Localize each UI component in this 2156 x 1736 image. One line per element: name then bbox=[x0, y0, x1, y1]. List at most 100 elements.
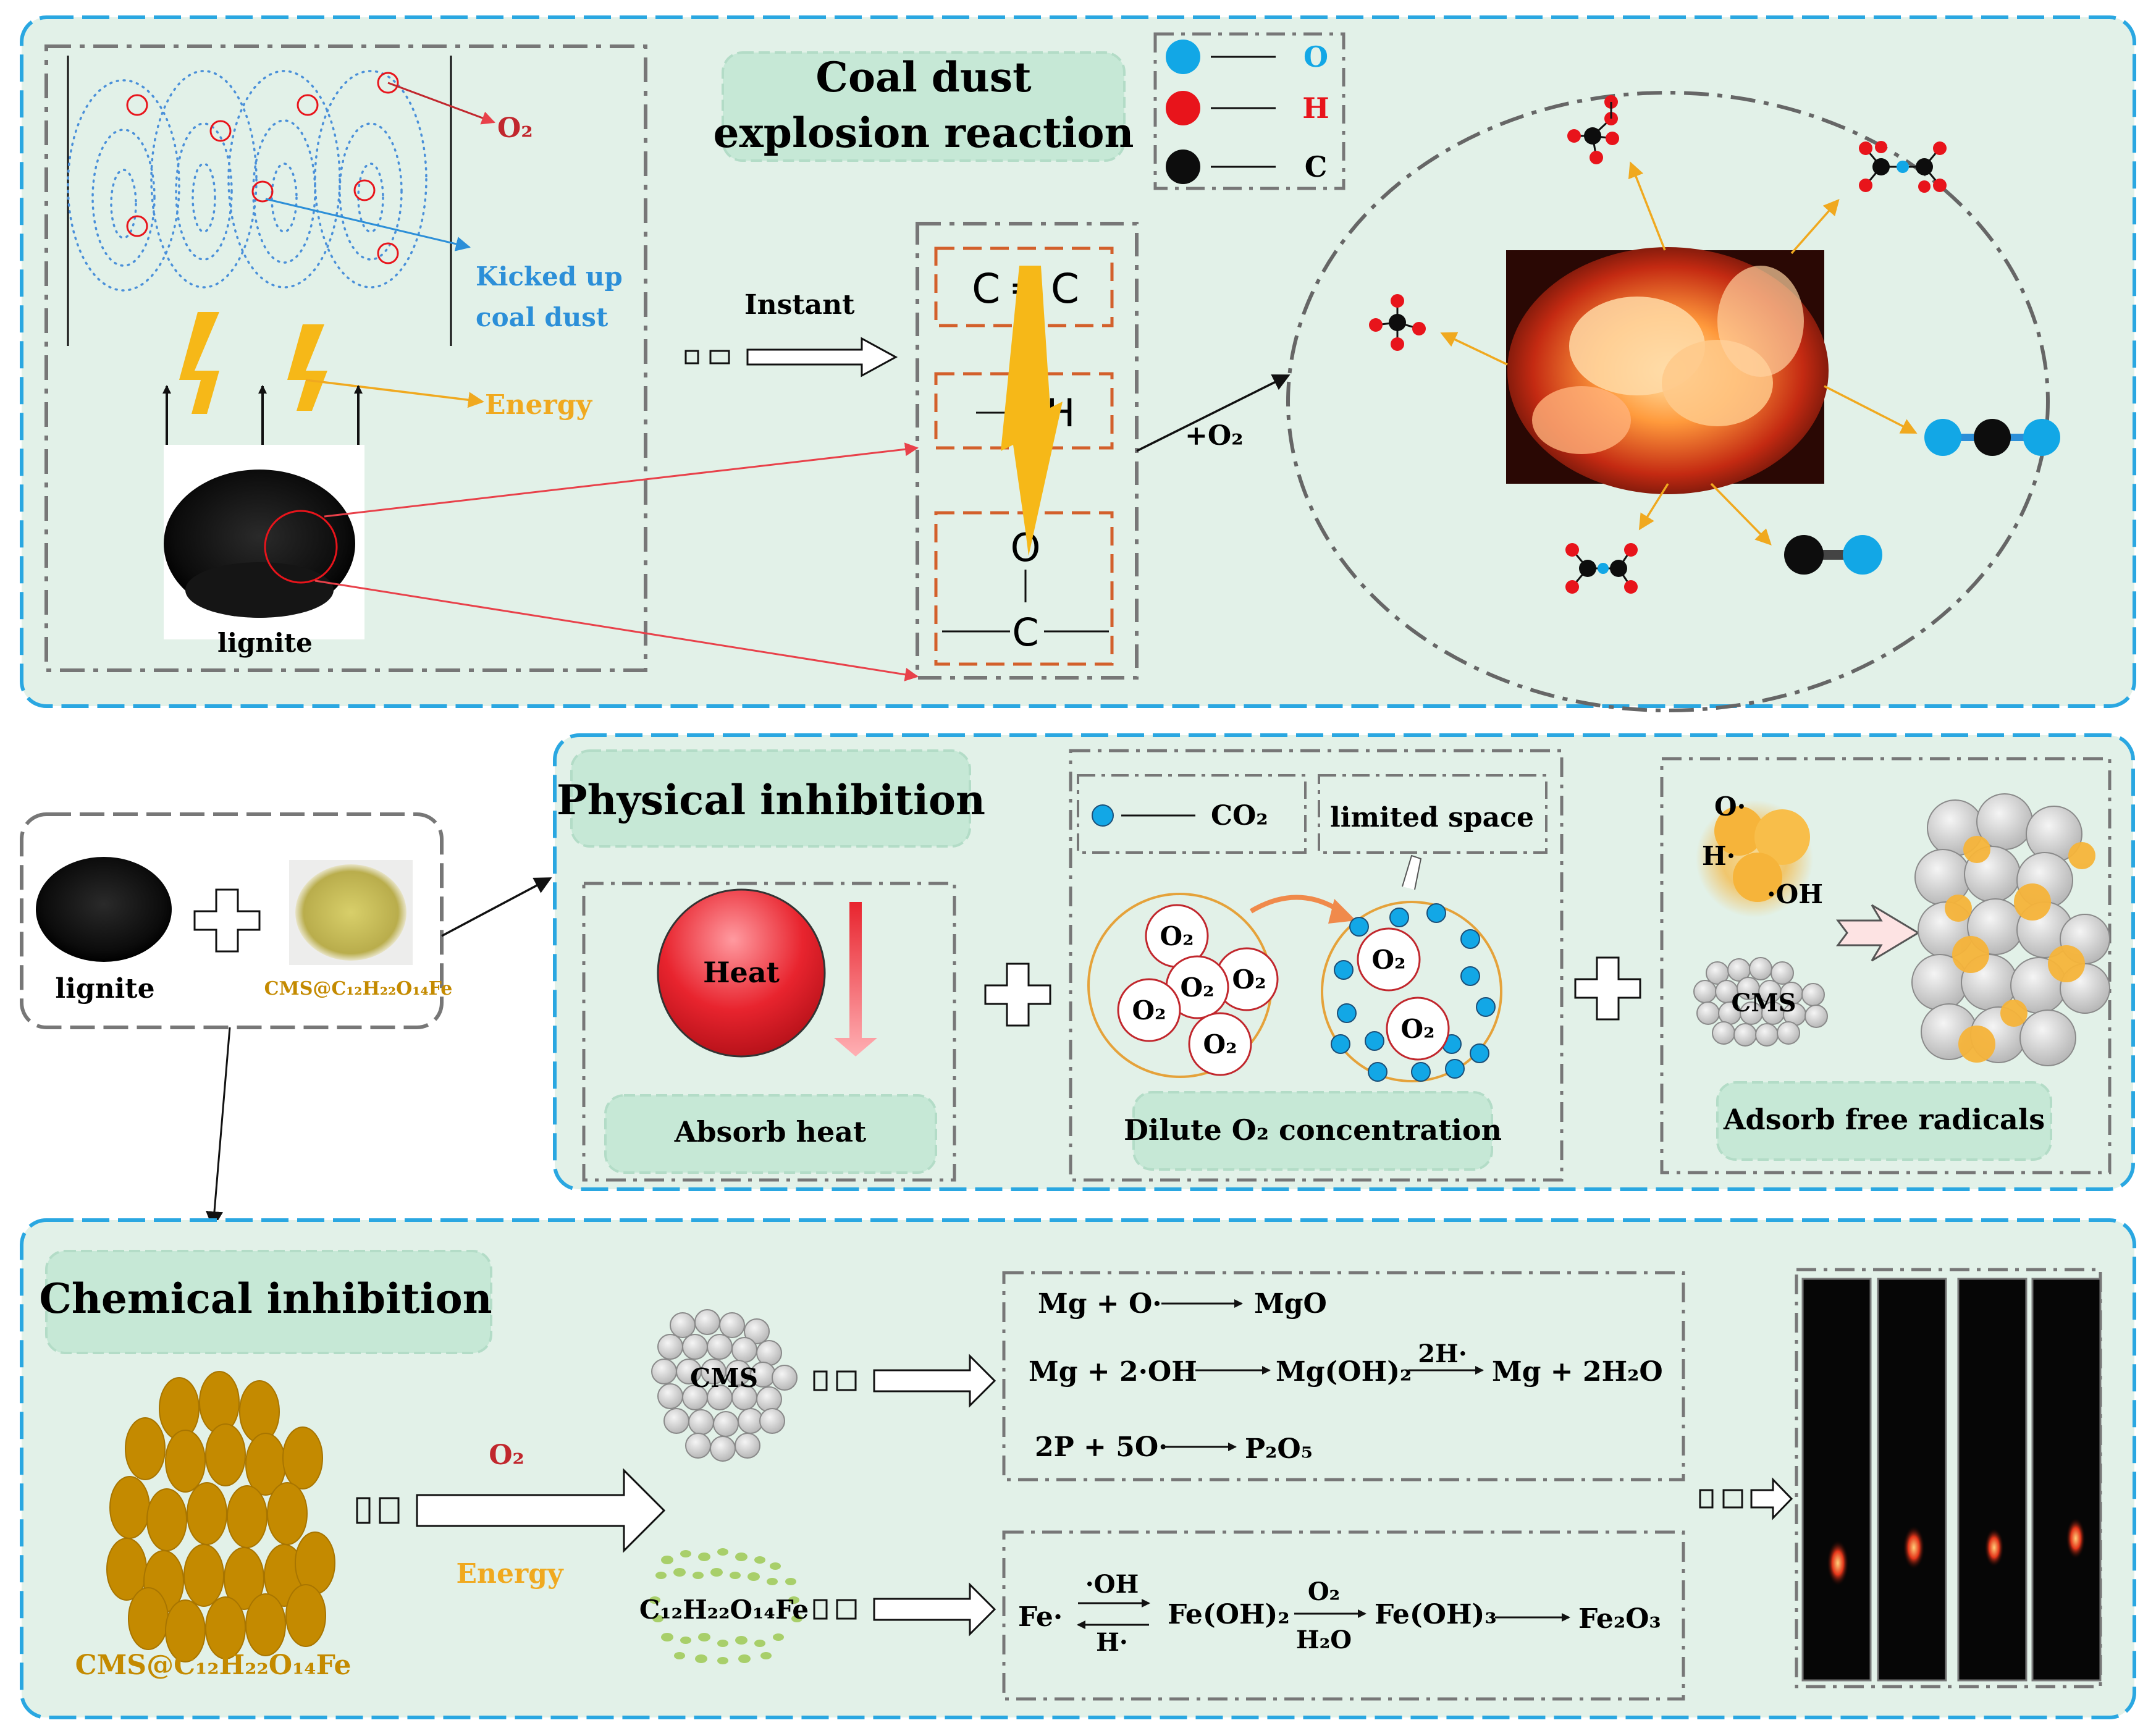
o-radical: O· bbox=[1714, 791, 1746, 822]
o2-bubble: O₂ bbox=[1372, 945, 1406, 975]
r2-cond: 2H· bbox=[1418, 1339, 1467, 1368]
molecule-icon bbox=[1369, 95, 2060, 594]
kicked-up-label-1: Kicked up bbox=[476, 261, 623, 292]
legend-c: C bbox=[1305, 150, 1328, 183]
o2-bubble: O₂ bbox=[1181, 972, 1215, 1003]
adsorbed-cluster bbox=[1911, 793, 2110, 1066]
kicked-up-label-2: coal dust bbox=[476, 302, 608, 332]
r2-mid: Mg(OH)₂ bbox=[1276, 1356, 1412, 1388]
fe-h-bottom: H· bbox=[1096, 1628, 1128, 1657]
atom-legend bbox=[1153, 32, 1345, 190]
top-panel bbox=[20, 15, 2136, 708]
fe-compound-particles bbox=[649, 1548, 802, 1664]
heat-box bbox=[582, 882, 956, 1182]
o2-bubble: O₂ bbox=[1203, 1029, 1237, 1060]
mix-lignite-label: lignite bbox=[55, 973, 154, 1005]
mixture-box bbox=[20, 812, 444, 1029]
chemical-title: Chemical inhibition bbox=[39, 1275, 492, 1323]
oh-radical: ·OH bbox=[1767, 879, 1823, 909]
cms-cluster bbox=[1693, 957, 1828, 1047]
adsorb-box bbox=[1660, 757, 2112, 1174]
lignite-powder-image bbox=[36, 857, 172, 962]
o2-bubble: O₂ bbox=[1132, 995, 1166, 1026]
legend-o: O bbox=[1303, 40, 1328, 74]
hollow-arrow-icon bbox=[1836, 904, 1920, 962]
fe-oh3: Fe(OH)₃ bbox=[1375, 1599, 1497, 1630]
chem-cms-label: CMS bbox=[690, 1363, 758, 1393]
r2-right: Mg + 2H₂O bbox=[1492, 1356, 1663, 1388]
explosion-title-1: Coal dust bbox=[815, 53, 1032, 101]
instant-label: Instant bbox=[744, 289, 855, 321]
plus-icon bbox=[193, 888, 261, 953]
fe-h2o-bottom: H₂O bbox=[1296, 1625, 1352, 1654]
r1-right: MgO bbox=[1254, 1288, 1327, 1320]
o2-label: O₂ bbox=[497, 112, 533, 144]
r2-left: Mg + 2·OH bbox=[1029, 1356, 1197, 1388]
heat-sphere-icon bbox=[657, 888, 826, 1058]
dilute-box bbox=[1069, 749, 1564, 1182]
cms-fe-dish-image bbox=[289, 860, 413, 965]
r1-left: Mg + O· bbox=[1038, 1288, 1162, 1320]
cms-cluster bbox=[651, 1309, 798, 1462]
r3-left: 2P + 5O· bbox=[1035, 1431, 1168, 1463]
physical-title-box bbox=[570, 749, 971, 848]
dilute-label: Dilute O₂ concentration bbox=[1124, 1113, 1502, 1147]
adsorb-label-box bbox=[1716, 1081, 2052, 1161]
limited-space-label: limited space bbox=[1330, 802, 1534, 833]
lignite-label: lignite bbox=[217, 628, 313, 658]
fe-o2-top: O₂ bbox=[1308, 1577, 1340, 1606]
plus-icon bbox=[984, 963, 1051, 1027]
adsorb-label: Adsorb free radicals bbox=[1723, 1103, 2045, 1136]
chem-fe-compound-label: C₁₂H₂₂O₁₄Fe bbox=[639, 1595, 809, 1625]
chemical-panel bbox=[20, 1218, 2136, 1719]
explosion-circle bbox=[1286, 91, 2050, 712]
legend-h: H bbox=[1302, 91, 1329, 125]
fe-oh2: Fe(OH)₂ bbox=[1168, 1599, 1290, 1630]
plus-icon bbox=[1574, 956, 1641, 1021]
bond-lightning-icon bbox=[1001, 266, 1063, 556]
coal-dust-chamber-box bbox=[44, 44, 647, 672]
heat-label: Heat bbox=[703, 956, 780, 989]
o2-bubble: O₂ bbox=[1401, 1014, 1435, 1044]
hollow-arrow-icon bbox=[873, 1354, 996, 1408]
dust-swirl bbox=[67, 70, 427, 292]
plus-o2-label: +O₂ bbox=[1185, 420, 1243, 452]
fe-reactions-box bbox=[1002, 1530, 1685, 1701]
chem-o2-label: O₂ bbox=[489, 1439, 524, 1471]
fe-start: Fe· bbox=[1018, 1601, 1063, 1633]
h-radical: H· bbox=[1702, 841, 1735, 871]
mg-reactions-box bbox=[1002, 1271, 1685, 1481]
bond-o: O bbox=[1011, 525, 1041, 570]
hollow-arrow-icon bbox=[1750, 1477, 1793, 1520]
mix-cms-fe-label: CMS@C₁₂H₂₂O₁₄Fe bbox=[264, 978, 453, 1000]
energy-label: Energy bbox=[485, 389, 592, 421]
lightning-bolt-icon bbox=[179, 312, 327, 414]
bond-c: C bbox=[1012, 610, 1038, 655]
cms-fe-particles bbox=[106, 1371, 335, 1662]
dilute-label-box bbox=[1132, 1091, 1493, 1171]
zoom-circle bbox=[264, 510, 338, 584]
chemical-title-box bbox=[45, 1250, 492, 1354]
r3-right: P₂O₅ bbox=[1245, 1433, 1313, 1465]
chem-cms-fe-label: CMS@C₁₂H₂₂O₁₄Fe bbox=[75, 1650, 352, 1681]
flame-frames-image bbox=[1801, 1278, 2102, 1682]
hollow-arrow-icon bbox=[416, 1468, 666, 1553]
explosion-image bbox=[1506, 247, 1829, 494]
explosion-title-box bbox=[722, 51, 1126, 162]
absorb-heat-box bbox=[604, 1094, 937, 1174]
fe-oh-top: ·OH bbox=[1085, 1570, 1139, 1599]
o2-bubble: O₂ bbox=[1232, 964, 1266, 995]
hollow-arrow-icon bbox=[746, 337, 898, 377]
absorb-heat-label: Absorb heat bbox=[674, 1115, 867, 1148]
o2-particles bbox=[126, 72, 399, 264]
lignite-powder-image bbox=[164, 470, 355, 618]
physical-title: Physical inhibition bbox=[557, 776, 985, 824]
co2-legend-label: CO₂ bbox=[1211, 800, 1268, 832]
explosion-title-2: explosion reaction bbox=[713, 109, 1134, 157]
fe2o3: Fe₂O₃ bbox=[1578, 1603, 1661, 1635]
chem-energy-label: Energy bbox=[456, 1558, 563, 1590]
down-arrow-icon bbox=[834, 902, 877, 1056]
cms-small-label: CMS bbox=[1732, 988, 1796, 1018]
